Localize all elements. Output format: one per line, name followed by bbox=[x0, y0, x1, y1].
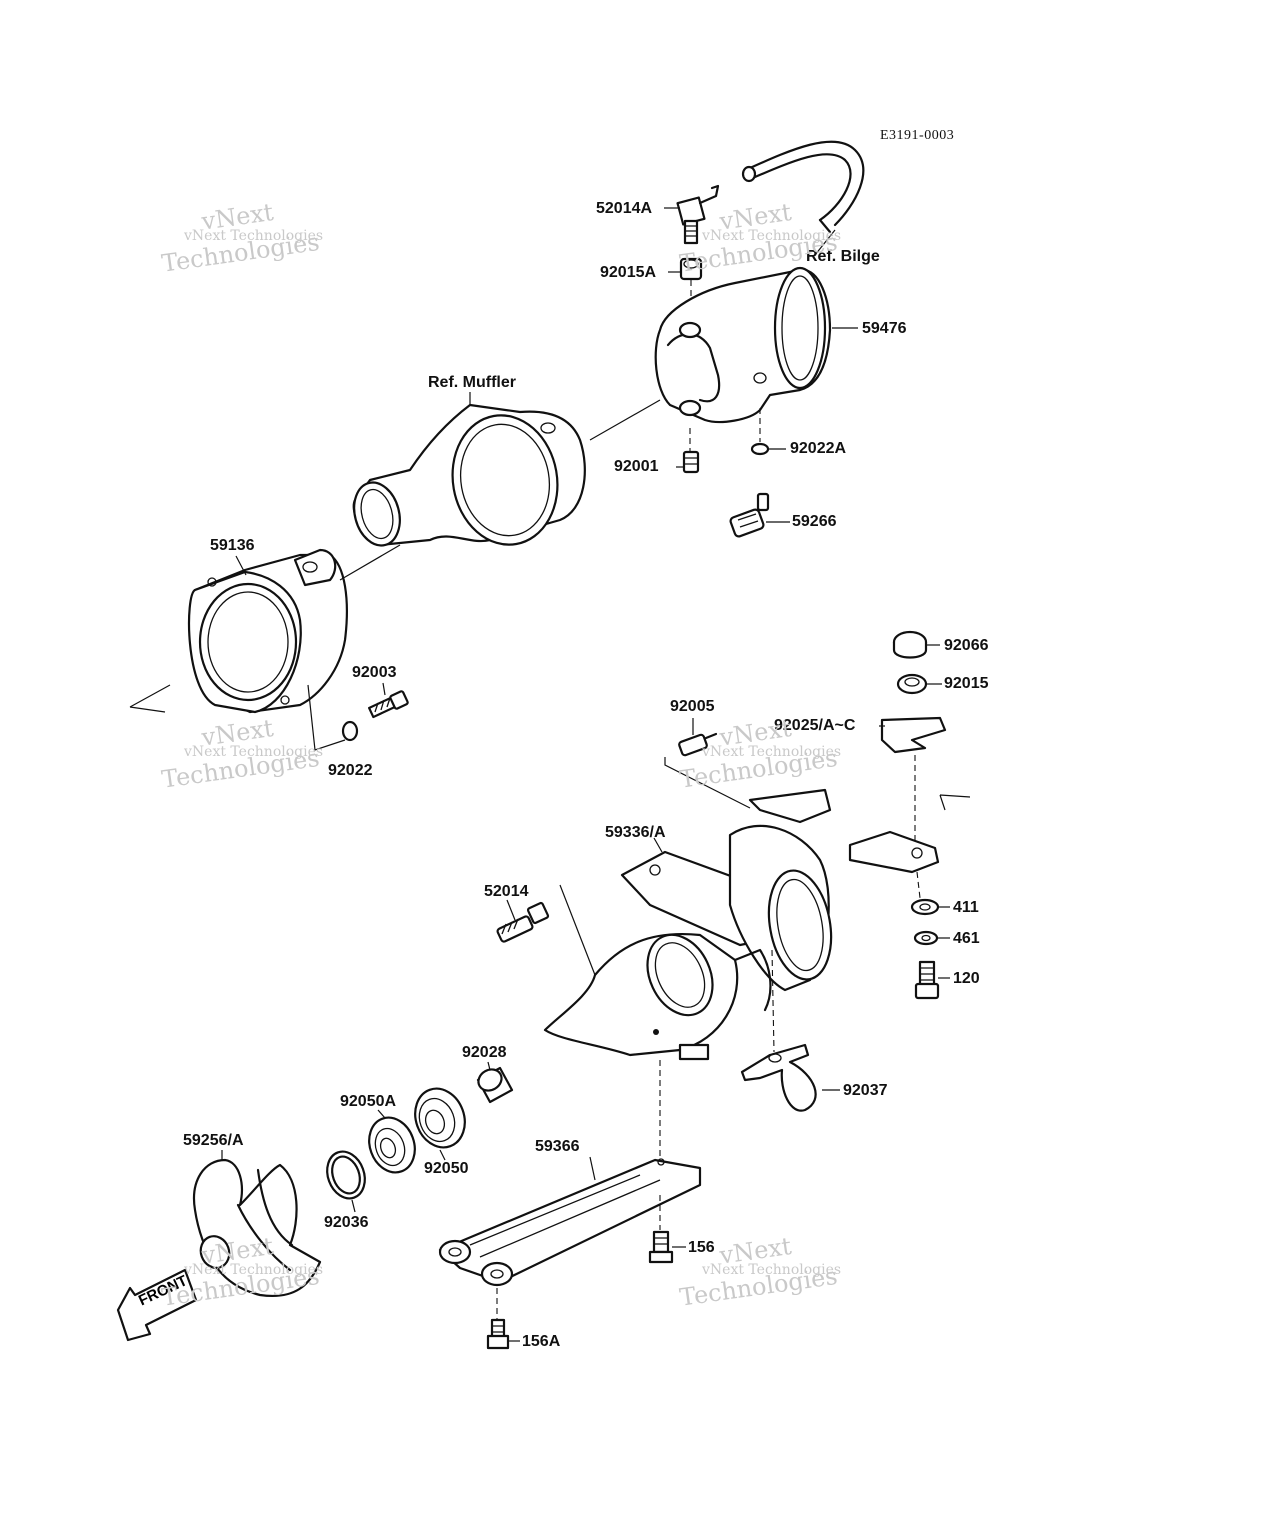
bilge-hose bbox=[741, 140, 865, 234]
label-92001: 92001 bbox=[614, 458, 659, 475]
label-59366: 59366 bbox=[535, 1138, 580, 1155]
label-92003: 92003 bbox=[352, 664, 397, 681]
bolt-120 bbox=[914, 960, 940, 1000]
valve-59266 bbox=[729, 492, 770, 538]
bolt-156 bbox=[648, 1230, 674, 1264]
label-52014: 52014 bbox=[484, 883, 529, 900]
leader-lines bbox=[221, 207, 971, 1342]
front-arrow bbox=[116, 1268, 198, 1342]
bushing-92028 bbox=[476, 1066, 514, 1104]
label-92050: 92050 bbox=[424, 1160, 469, 1177]
label-59136: 59136 bbox=[210, 537, 255, 554]
snap-ring-92036 bbox=[326, 1150, 366, 1200]
bolt-92001 bbox=[682, 450, 700, 474]
label-59256: 59256/A bbox=[183, 1132, 244, 1149]
lockwasher-461 bbox=[913, 930, 939, 946]
label-59476: 59476 bbox=[862, 320, 907, 337]
label-ref-bilge: Ref. Bilge bbox=[806, 248, 880, 265]
label-92022: 92022 bbox=[328, 762, 373, 779]
label-92036: 92036 bbox=[324, 1214, 369, 1231]
washer-92022 bbox=[307, 684, 359, 751]
shim-92025 bbox=[880, 716, 947, 842]
cap-92066 bbox=[892, 630, 928, 659]
label-ref-muffler: Ref. Muffler bbox=[428, 374, 516, 391]
bolt-156A bbox=[486, 1318, 510, 1350]
label-92022A: 92022A bbox=[790, 440, 847, 457]
label-461: 461 bbox=[953, 930, 980, 947]
label-92028: 92028 bbox=[462, 1044, 507, 1061]
bolt-92003 bbox=[368, 690, 409, 719]
clamp-92037 bbox=[740, 949, 817, 1112]
pump-housing-59336 bbox=[543, 788, 940, 1160]
drawing-code: E3191-0003 bbox=[880, 128, 955, 143]
pump-cover-59366 bbox=[438, 1158, 702, 1320]
label-92015: 92015 bbox=[944, 675, 989, 692]
label-59266: 59266 bbox=[792, 513, 837, 530]
label-92015A: 92015A bbox=[600, 264, 657, 281]
label-411: 411 bbox=[953, 899, 979, 916]
impeller-59256 bbox=[192, 1158, 322, 1298]
seal-92050A bbox=[368, 1116, 416, 1174]
label-120: 120 bbox=[953, 970, 980, 987]
muffler-assembly bbox=[352, 392, 661, 547]
nut-92015A bbox=[679, 257, 703, 325]
label-59336: 59336/A bbox=[605, 824, 666, 841]
label-92037: 92037 bbox=[843, 1082, 888, 1099]
fitting-92005 bbox=[664, 732, 751, 809]
nozzle-housing-59476 bbox=[654, 266, 832, 452]
label-156A: 156A bbox=[522, 1333, 561, 1350]
nut-92015 bbox=[896, 673, 928, 695]
label-92005: 92005 bbox=[670, 698, 715, 715]
label-92025: 92025/A~C bbox=[774, 717, 856, 734]
label-156: 156 bbox=[688, 1239, 715, 1256]
label-92050A: 92050A bbox=[340, 1093, 397, 1110]
washer-411 bbox=[910, 871, 940, 916]
fitting-52014 bbox=[496, 901, 550, 943]
bearing-92050 bbox=[414, 1087, 466, 1149]
fitting-52014A bbox=[676, 184, 720, 245]
label-52014A: 52014A bbox=[596, 200, 653, 217]
pump-case-59136 bbox=[129, 544, 401, 714]
label-92066: 92066 bbox=[944, 637, 989, 654]
